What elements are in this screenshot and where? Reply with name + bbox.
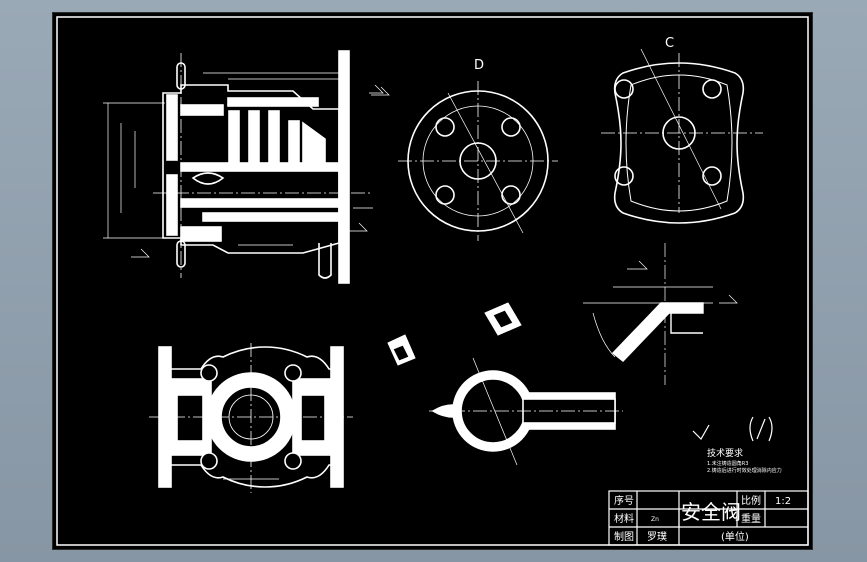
title-drafter-value: 罗璞 [647,530,667,543]
drawing-sheet: D C [52,12,813,550]
section-small-2 [484,302,522,336]
section-small-1 [387,334,416,366]
top-view [149,343,353,493]
notes-line-2: 2.铸造后进行时效处理消除内应力 [707,467,782,474]
view-d-label: D [474,58,484,73]
detail-view [583,243,738,385]
title-material-value: Zn [651,516,659,523]
title-part-name: 安全阀 [681,500,741,524]
title-unit-label: (单位) [721,530,749,543]
view-d [371,81,558,241]
view-c-label: C [665,36,674,51]
front-section-view [103,50,384,284]
title-block [608,490,809,546]
title-drafter-label: 制图 [614,530,634,543]
cad-drawing: D C [56,16,809,546]
title-scale-value: 1:2 [775,496,791,507]
notes-heading: 技术要求 [707,447,743,459]
title-material-label: 材料 [614,512,634,525]
title-scale-label: 比例 [741,494,761,507]
pipe-section [429,357,623,466]
notes-line-1: 1.未注铸造圆角R3 [707,460,748,467]
title-seq-label: 序号 [614,494,634,507]
title-weight-label: 重量 [741,512,761,525]
view-c [601,48,763,224]
roughness-symbols [692,416,773,442]
sheet-border [56,16,809,546]
